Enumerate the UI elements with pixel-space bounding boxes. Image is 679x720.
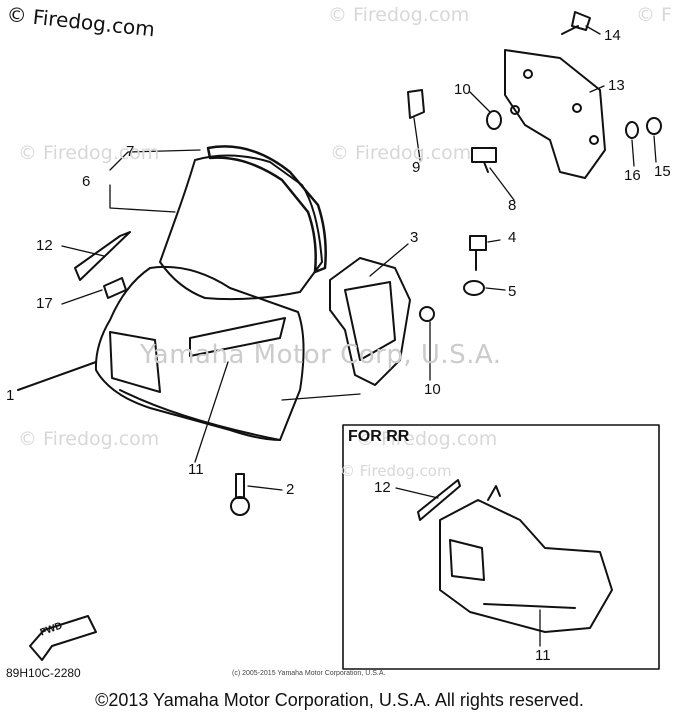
callout-12: 12 bbox=[36, 237, 53, 254]
callout-11: 11 bbox=[535, 647, 551, 664]
bolt-4 bbox=[469, 235, 487, 271]
callout-15: 15 bbox=[654, 163, 671, 180]
callout-3: 3 bbox=[410, 229, 419, 246]
screw-2 bbox=[235, 473, 245, 499]
small-copyright: (c) 2005-2015 Yamaha Motor Corporation, … bbox=[232, 670, 386, 677]
callout-10: 10 bbox=[424, 381, 441, 398]
bracket-stay bbox=[329, 257, 411, 386]
inset-box bbox=[342, 424, 660, 670]
fairing-cowl bbox=[94, 265, 305, 441]
strip-12 bbox=[74, 231, 131, 281]
callout-17: 17 bbox=[36, 295, 53, 312]
fwd-arrow bbox=[29, 615, 97, 661]
bolt-14 bbox=[561, 11, 591, 35]
callout-16: 16 bbox=[624, 167, 641, 184]
inset-label: FOR RR bbox=[348, 428, 410, 445]
copyright-footer: ©2013 Yamaha Motor Corporation, U.S.A. A… bbox=[95, 690, 584, 710]
callout-14: 14 bbox=[604, 27, 621, 44]
grommet-10 bbox=[486, 110, 502, 130]
callout-12: 12 bbox=[374, 479, 391, 496]
callout-13: 13 bbox=[608, 77, 625, 94]
watermark: © Firedog.com bbox=[18, 428, 160, 450]
watermark: © Firedog.com bbox=[330, 142, 472, 164]
watermark: © F bbox=[636, 4, 672, 26]
callout-5: 5 bbox=[508, 283, 517, 300]
callout-9: 9 bbox=[412, 159, 421, 176]
callout-4: 4 bbox=[508, 229, 517, 246]
watermark: © Firedog.com bbox=[340, 462, 452, 480]
callout-10: 10 bbox=[454, 81, 471, 98]
washer-16 bbox=[625, 121, 639, 139]
callout-1: 1 bbox=[6, 387, 15, 404]
pad-17 bbox=[103, 277, 127, 299]
windscreen-trim bbox=[206, 145, 327, 274]
nut-8 bbox=[471, 147, 497, 173]
mount-bracket bbox=[504, 49, 606, 179]
collar-5 bbox=[463, 280, 485, 296]
callout-6: 6 bbox=[82, 173, 91, 190]
duct-11 bbox=[189, 317, 286, 357]
fairing-lower-edge bbox=[119, 389, 281, 441]
headlight-opening bbox=[109, 331, 161, 393]
nut-15 bbox=[646, 117, 662, 135]
callout-11: 11 bbox=[188, 461, 204, 478]
clip-9 bbox=[407, 89, 425, 119]
callout-2: 2 bbox=[286, 481, 295, 498]
watermark: © Firedog.com bbox=[356, 428, 498, 450]
watermark: © Firedog.com bbox=[328, 4, 470, 26]
callout-7: 7 bbox=[126, 143, 135, 160]
part-code: 89H10C-2280 bbox=[6, 666, 81, 680]
windscreen bbox=[159, 154, 323, 301]
callout-8: 8 bbox=[508, 197, 517, 214]
center-watermark: Yamaha Motor Corp, U.S.A. bbox=[140, 340, 502, 370]
watermark: © Firedog.com bbox=[18, 142, 160, 164]
